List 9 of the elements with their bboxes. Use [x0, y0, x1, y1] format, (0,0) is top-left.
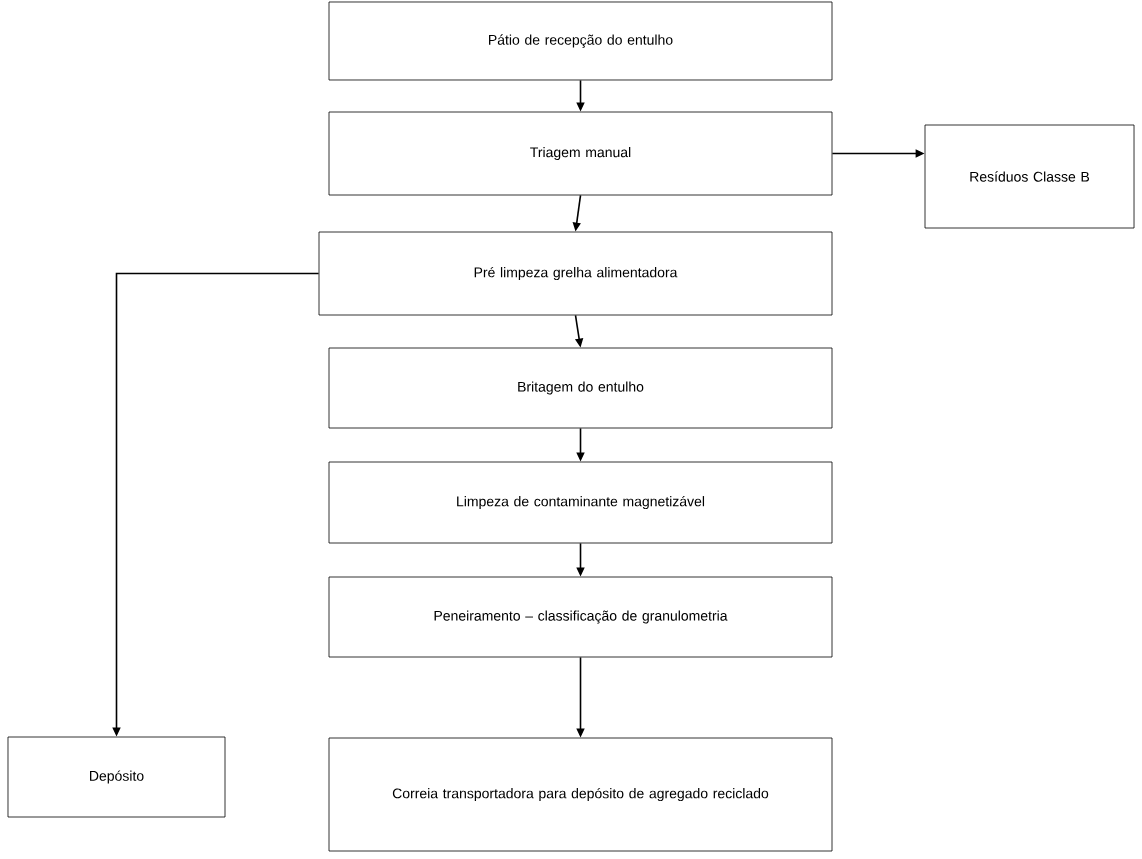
process-box: Depósito	[7, 736, 226, 818]
process-box: Correia transportadora para depósito de agregado reciclado	[328, 737, 833, 852]
process-box: Britagem do entulho	[328, 347, 833, 429]
process-box: Limpeza de contaminante magnetizável	[328, 461, 833, 544]
process-box: Peneiramento – classificação de granulometria	[328, 576, 833, 658]
process-box: Pré limpeza grelha alimentadora	[318, 231, 833, 316]
process-box: Resíduos Classe B	[924, 124, 1135, 229]
process-box: Triagem manual	[328, 111, 833, 196]
process-box: Pátio de recepção do entulho	[328, 1, 833, 81]
